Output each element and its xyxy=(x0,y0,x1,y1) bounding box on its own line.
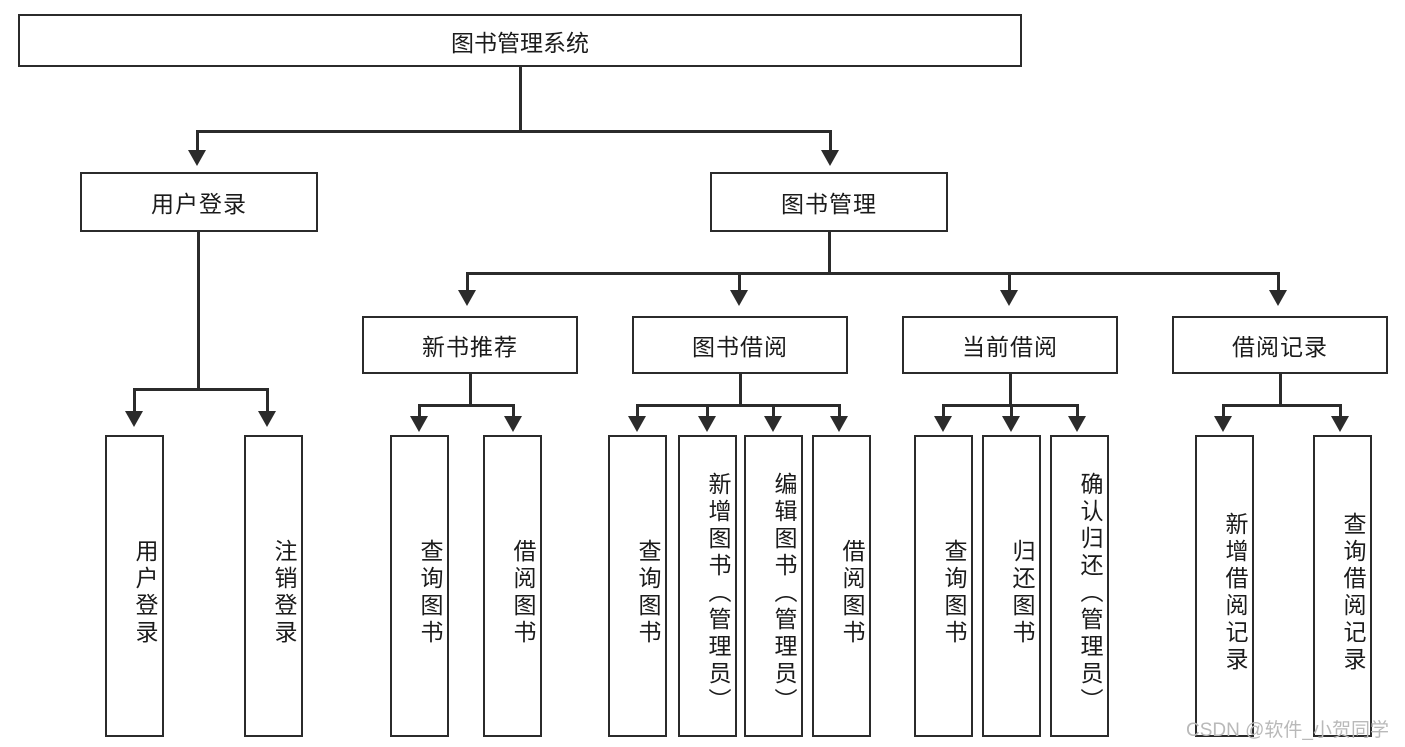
leaf-new-book-borrow[interactable]: 借阅图书 xyxy=(483,435,542,737)
connector-bb-leaf-3 xyxy=(772,404,775,418)
node-new-book-recommend[interactable]: 新书推荐 xyxy=(362,316,578,374)
node-book-management[interactable]: 图书管理 xyxy=(710,172,948,232)
connector-new-book-stem xyxy=(469,374,472,406)
leaf-user-login-login[interactable]: 用户登录 xyxy=(105,435,164,737)
connector-new-book-bus xyxy=(418,404,515,407)
arrowhead-book-borrow-leaf-3 xyxy=(764,416,782,432)
leaf-current-borrow-return[interactable]: 归还图书 xyxy=(982,435,1041,737)
leaf-book-borrow-query[interactable]: 查询图书 xyxy=(608,435,667,737)
node-label: 确认归还（管理员） xyxy=(1077,471,1103,715)
connector-new-book-left xyxy=(418,404,421,418)
connector-br-leaf-2 xyxy=(1339,404,1342,418)
leaf-borrow-record-query[interactable]: 查询借阅记录 xyxy=(1313,435,1372,737)
node-label: 注销登录 xyxy=(271,539,297,647)
leaf-current-borrow-confirm-return[interactable]: 确认归还（管理员） xyxy=(1050,435,1109,737)
arrowhead-to-user-login xyxy=(188,150,206,166)
connector-root-bus xyxy=(196,130,832,133)
arrowhead-to-borrow-record xyxy=(1269,290,1287,306)
connector-borrow-record-stem xyxy=(1279,374,1282,406)
connector-bb-leaf-2 xyxy=(706,404,709,418)
arrowhead-new-book-leaf-1 xyxy=(410,416,428,432)
connector-new-book-right xyxy=(512,404,515,418)
leaf-book-borrow-borrow[interactable]: 借阅图书 xyxy=(812,435,871,737)
connector-user-login-bus xyxy=(133,388,269,391)
node-label: 归还图书 xyxy=(1009,539,1035,647)
arrowhead-book-borrow-leaf-4 xyxy=(830,416,848,432)
connector-bb-leaf-1 xyxy=(636,404,639,418)
node-book-borrow[interactable]: 图书借阅 xyxy=(632,316,848,374)
arrowhead-borrow-record-leaf-2 xyxy=(1331,416,1349,432)
arrowhead-book-borrow-leaf-2 xyxy=(698,416,716,432)
arrowhead-current-borrow-leaf-2 xyxy=(1002,416,1020,432)
node-label: 借阅记录 xyxy=(1232,334,1328,360)
connector-book-management-stem xyxy=(828,232,831,274)
node-label: 图书管理系统 xyxy=(451,29,589,56)
connector-borrow-record-bus xyxy=(1222,404,1342,407)
connector-br-leaf-1 xyxy=(1222,404,1225,418)
arrowhead-current-borrow-leaf-1 xyxy=(934,416,952,432)
connector-current-borrow-stem xyxy=(1009,374,1012,406)
connector-user-login-left xyxy=(133,388,136,413)
connector-bm-to-new-book xyxy=(466,272,469,292)
node-label: 借阅图书 xyxy=(510,539,536,647)
node-label: 新书推荐 xyxy=(422,334,518,360)
connector-bm-to-borrow-record xyxy=(1277,272,1280,292)
leaf-current-borrow-query[interactable]: 查询图书 xyxy=(914,435,973,737)
node-label: 查询图书 xyxy=(635,539,661,647)
arrowhead-to-current-borrow xyxy=(1000,290,1018,306)
leaf-book-borrow-add[interactable]: 新增图书（管理员） xyxy=(678,435,737,737)
node-label: 查询图书 xyxy=(941,539,967,647)
node-label: 图书管理 xyxy=(781,191,877,217)
node-label: 当前借阅 xyxy=(962,334,1058,360)
node-user-login[interactable]: 用户登录 xyxy=(80,172,318,232)
node-label: 新增借阅记录 xyxy=(1222,512,1248,674)
connector-book-management-bus xyxy=(466,272,1280,275)
node-label: 查询借阅记录 xyxy=(1340,512,1366,674)
connector-user-login-right xyxy=(266,388,269,413)
arrowhead-borrow-record-leaf-1 xyxy=(1214,416,1232,432)
node-label: 借阅图书 xyxy=(839,539,865,647)
leaf-book-borrow-edit[interactable]: 编辑图书（管理员） xyxy=(744,435,803,737)
connector-root-stem xyxy=(519,67,522,130)
arrowhead-new-book-leaf-2 xyxy=(504,416,522,432)
csdn-watermark: CSDN @软件_小贺同学 xyxy=(1186,720,1389,741)
leaf-user-login-logout[interactable]: 注销登录 xyxy=(244,435,303,737)
leaf-new-book-query[interactable]: 查询图书 xyxy=(390,435,449,737)
connector-bm-to-current-borrow xyxy=(1008,272,1011,292)
connector-book-borrow-stem xyxy=(739,374,742,406)
leaf-borrow-record-add[interactable]: 新增借阅记录 xyxy=(1195,435,1254,737)
node-label: 新增图书（管理员） xyxy=(705,471,731,715)
arrowhead-user-login-leaf-1 xyxy=(125,411,143,427)
connector-book-borrow-bus xyxy=(636,404,841,407)
connector-bb-leaf-4 xyxy=(838,404,841,418)
connector-root-to-user-login xyxy=(196,130,199,152)
arrowhead-to-book-borrow xyxy=(730,290,748,306)
node-label: 查询图书 xyxy=(417,539,443,647)
node-label: 编辑图书（管理员） xyxy=(771,471,797,715)
node-label: 用户登录 xyxy=(151,191,247,217)
connector-root-to-book-management xyxy=(829,130,832,152)
arrowhead-to-new-book xyxy=(458,290,476,306)
node-borrow-record[interactable]: 借阅记录 xyxy=(1172,316,1388,374)
node-current-borrow[interactable]: 当前借阅 xyxy=(902,316,1118,374)
node-root-book-management-system[interactable]: 图书管理系统 xyxy=(18,14,1022,67)
arrowhead-book-borrow-leaf-1 xyxy=(628,416,646,432)
connector-cb-leaf-1 xyxy=(942,404,945,418)
connector-bm-to-book-borrow xyxy=(738,272,741,292)
connector-cb-leaf-3 xyxy=(1076,404,1079,418)
connector-cb-leaf-2 xyxy=(1010,404,1013,418)
connector-user-login-stem xyxy=(197,232,200,390)
arrowhead-user-login-leaf-2 xyxy=(258,411,276,427)
node-label: 用户登录 xyxy=(132,539,158,647)
arrowhead-current-borrow-leaf-3 xyxy=(1068,416,1086,432)
node-label: 图书借阅 xyxy=(692,334,788,360)
arrowhead-to-book-management xyxy=(821,150,839,166)
